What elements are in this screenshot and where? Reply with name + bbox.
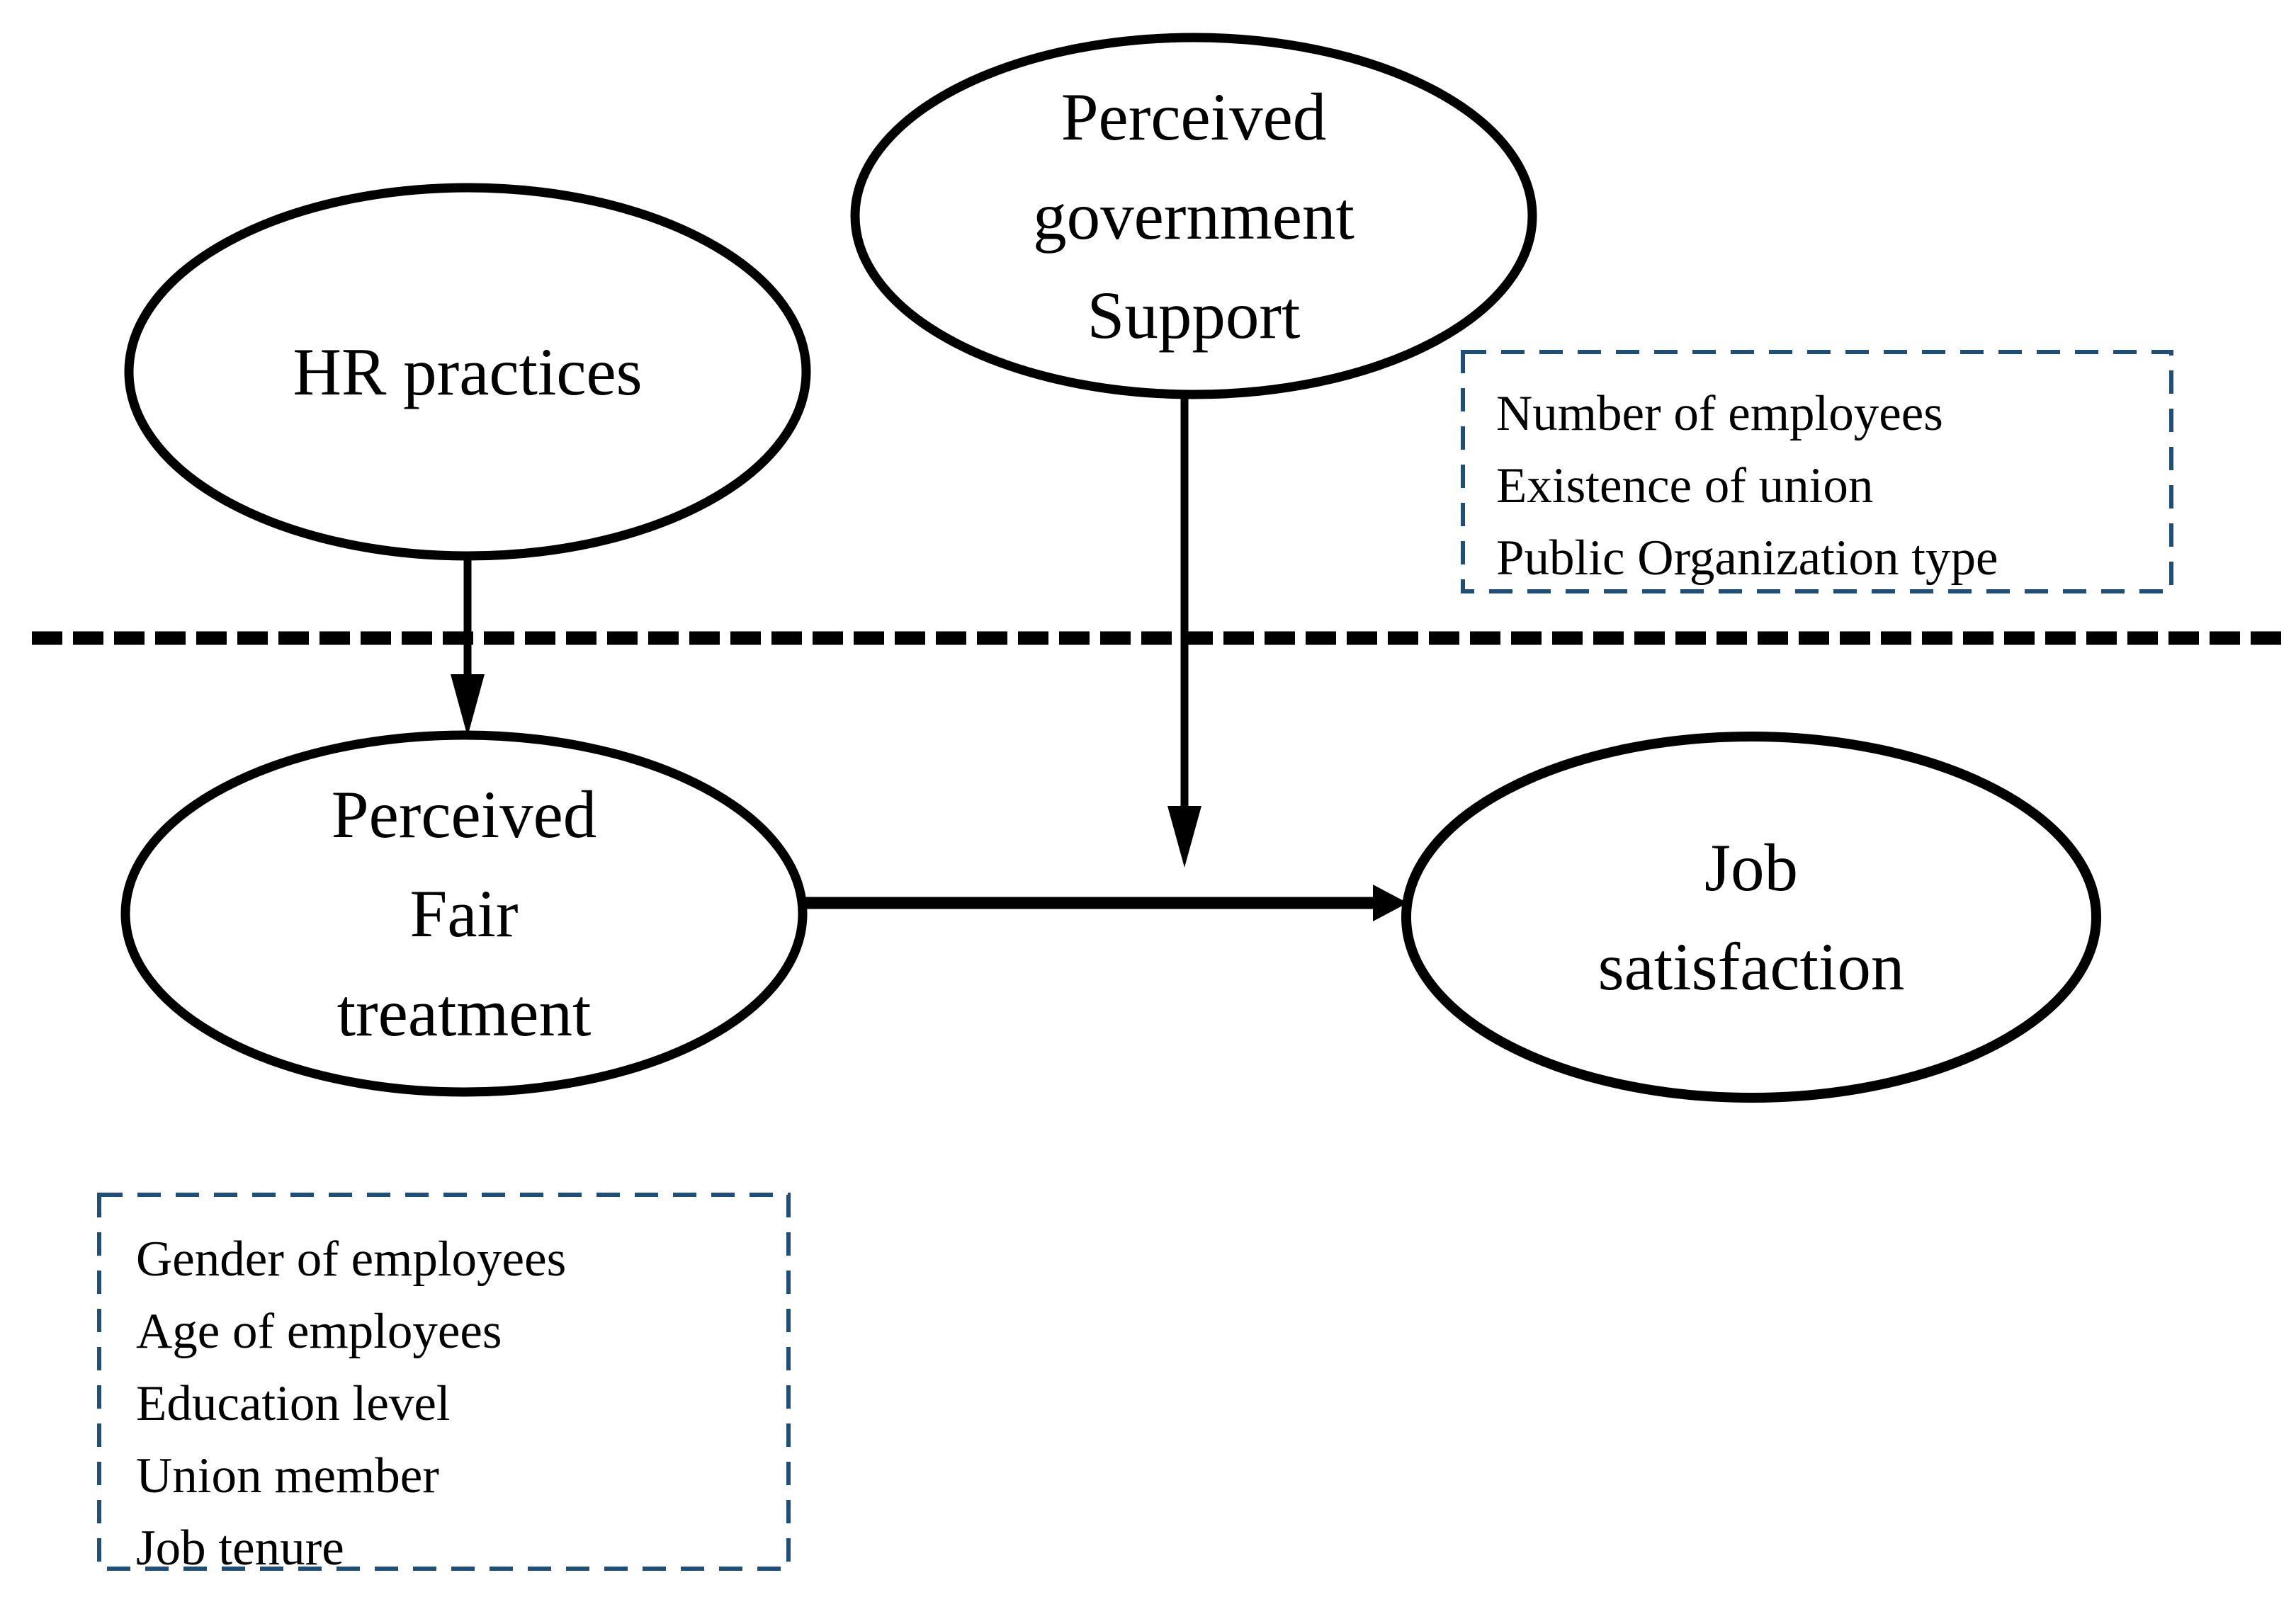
arrow-fair-treatment-to-job-satisfaction-head: [1373, 885, 1408, 921]
job-satisfaction-ellipse: [1401, 732, 2101, 1103]
organization-control-item: Number of employees: [1496, 386, 1943, 441]
employee-control-item: Union member: [136, 1448, 439, 1504]
organization-controls-box-border: [1461, 350, 2173, 593]
arrow-hr-to-fair-treatment-head: [451, 674, 485, 737]
organization-control-item: Public Organization type: [1496, 530, 1998, 586]
employee-control-item: Gender of employees: [136, 1232, 567, 1287]
perceived-government-support-ellipse: [850, 33, 1537, 399]
perceived-fair-treatment-label: Perceived Fair treatment: [331, 777, 597, 1050]
hr-practices-label: HR practices: [293, 334, 643, 409]
organization-control-item: Existence of union: [1496, 458, 1874, 513]
organization-controls-list: Number of employees Existence of union P…: [1496, 377, 1998, 594]
employee-control-item: Job tenure: [136, 1521, 344, 1576]
perceived-government-support-label: Perceived government Support: [1033, 79, 1355, 353]
arrow-gov-support-moderation-head: [1167, 806, 1201, 868]
employee-control-item: Age of employees: [136, 1304, 502, 1359]
employee-controls-list: Gender of employees Age of employees Edu…: [136, 1223, 566, 1584]
perceived-fair-treatment-ellipse: [120, 730, 808, 1097]
job-satisfaction-label: Job satisfaction: [1597, 830, 1905, 1004]
employee-controls-box-border: [97, 1193, 791, 1571]
employee-control-item: Education level: [136, 1376, 451, 1431]
